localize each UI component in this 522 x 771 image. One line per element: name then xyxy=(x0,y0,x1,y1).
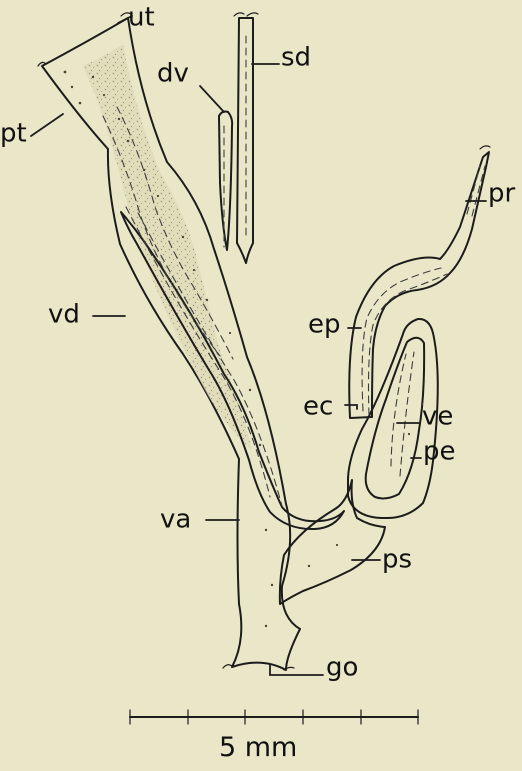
label-pr: pr xyxy=(488,179,516,209)
label-va: va xyxy=(160,505,191,535)
epiphallus xyxy=(349,152,489,418)
scale-bar-label: 5 mm xyxy=(219,732,297,763)
seminal-duct-shaft xyxy=(237,18,253,263)
prostatic-uterine-body xyxy=(42,18,300,670)
label-ut: ut xyxy=(128,3,155,33)
label-sd: sd xyxy=(281,43,311,73)
dv-leader xyxy=(200,86,224,112)
label-ps: ps xyxy=(382,545,412,575)
internal-dashes xyxy=(103,36,485,506)
label-ve: ve xyxy=(422,402,453,432)
scale-bar: 5 mm xyxy=(130,710,418,763)
labels-and-leaders: ut sd dv pt pr vd ep ec ve pe va ps go xyxy=(0,3,516,683)
label-go: go xyxy=(326,653,358,683)
pt-leader xyxy=(31,114,63,136)
label-pe: pe xyxy=(423,437,456,467)
label-vd: vd xyxy=(48,300,80,330)
verge xyxy=(366,338,424,499)
label-pt: pt xyxy=(0,119,27,149)
label-dv: dv xyxy=(157,59,189,89)
organ-shapes xyxy=(42,18,489,670)
diverticulum xyxy=(219,112,232,251)
label-ep: ep xyxy=(308,310,341,340)
penial-sheath xyxy=(280,480,385,604)
ec-leader xyxy=(345,405,357,409)
label-ec: ec xyxy=(303,392,333,422)
